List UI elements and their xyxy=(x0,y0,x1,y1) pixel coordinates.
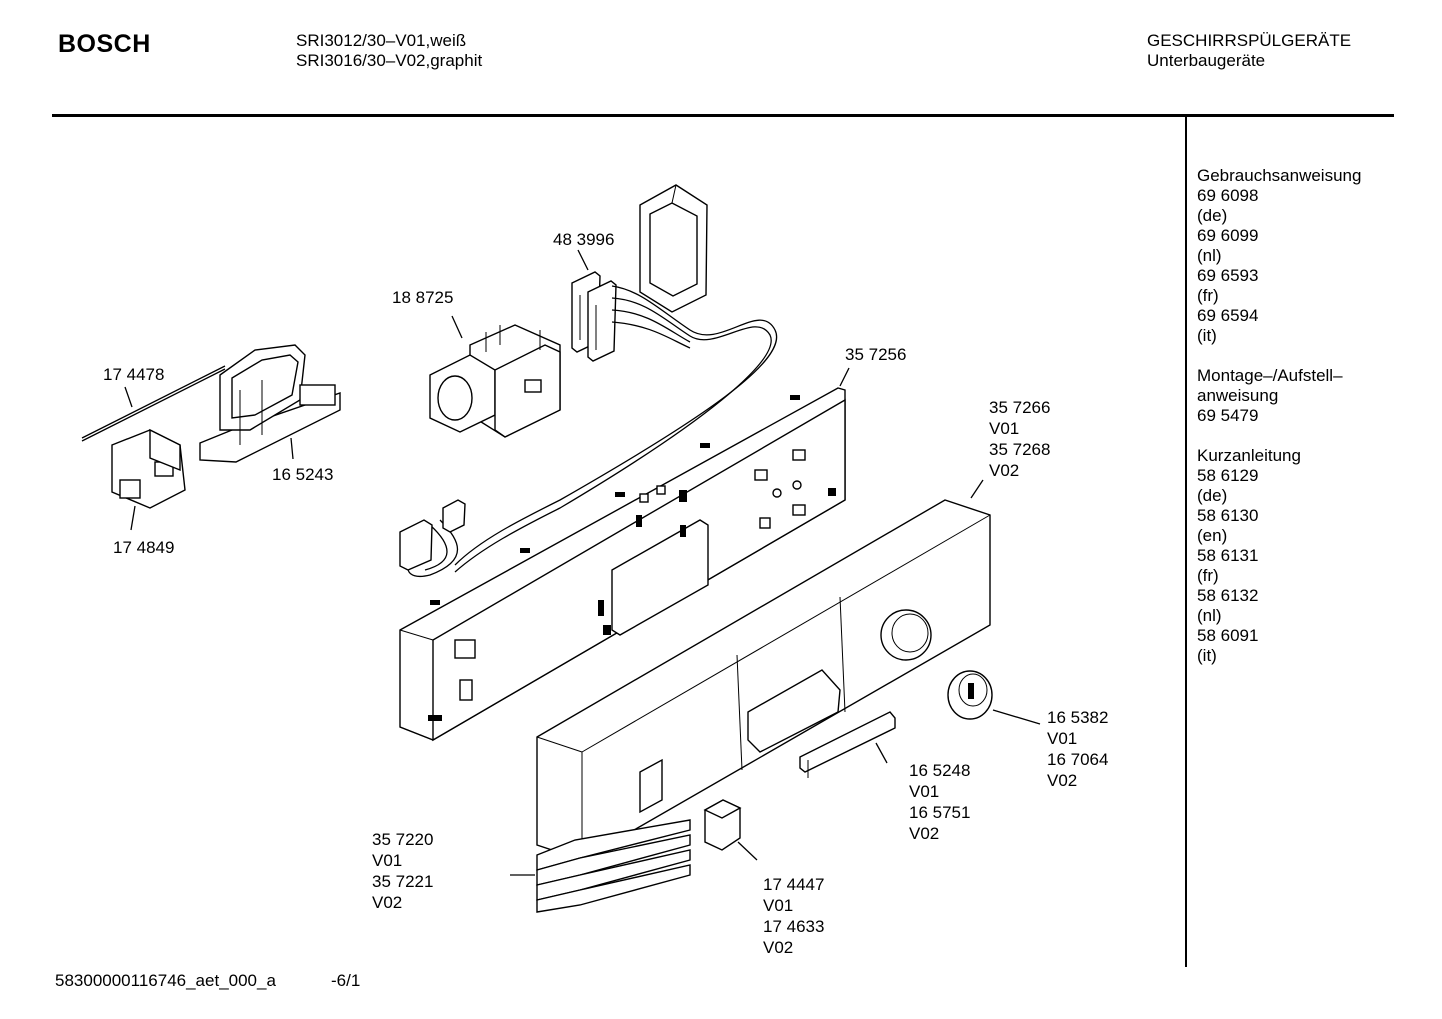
button-drawing xyxy=(703,799,742,851)
part-label-357220: 35 7220 V01 35 7221 V02 xyxy=(372,830,434,912)
front-cover-drawing xyxy=(536,499,991,861)
knob-drawing xyxy=(947,670,993,720)
documents-sidebar: Gebrauchsanweisung 69 6098 (de) 69 6099 … xyxy=(1197,166,1361,686)
leader-lines xyxy=(124,249,1041,876)
exploded-parts-drawing xyxy=(81,184,1041,913)
brand-logo: BOSCH xyxy=(58,30,151,58)
part-label-188725: 18 8725 xyxy=(392,288,454,307)
holder-drawing xyxy=(199,344,341,463)
part-label-165248: 16 5248 V01 16 5751 V02 xyxy=(909,761,971,843)
part-label-357256: 35 7256 xyxy=(845,345,907,364)
programmer-switch-drawing xyxy=(429,324,561,438)
switch-drawing xyxy=(111,428,186,509)
small-connector-drawing xyxy=(399,499,466,571)
wire-harness-drawing xyxy=(407,285,778,577)
part-label-174447: 17 4447 V01 17 4633 V02 xyxy=(763,875,825,957)
doc-group-montage: Montage–/Aufstell– anweisung 69 5479 xyxy=(1197,366,1343,425)
part-label-174478: 17 4478 xyxy=(103,365,165,384)
header-divider xyxy=(52,114,1394,117)
part-label-165243: 16 5243 xyxy=(272,465,334,484)
category-subtitle: Unterbaugeräte xyxy=(1147,51,1266,70)
part-label-174849: 17 4849 xyxy=(113,538,175,557)
door-bracket-drawing xyxy=(639,184,708,313)
part-label-165382: 16 5382 V01 16 7064 V02 xyxy=(1047,708,1109,790)
part-label-483996: 48 3996 xyxy=(553,230,615,249)
rod-drawing xyxy=(81,365,226,442)
document-id: 58300000116746_aet_000_a xyxy=(55,971,276,990)
connector-drawing xyxy=(571,271,617,362)
doc-group-gebrauchsanweisung: Gebrauchsanweisung 69 6098 (de) 69 6099 … xyxy=(1197,166,1362,345)
category-block: GESCHIRRSPÜLGERÄTE Unterbaugeräte xyxy=(1147,31,1351,71)
doc-group-kurzanleitung: Kurzanleitung 58 6129 (de) 58 6130 (en) … xyxy=(1197,446,1301,665)
model-line-2: SRI3016/30–V02,graphit xyxy=(296,51,483,70)
strips-drawing xyxy=(536,819,691,913)
sidebar-divider xyxy=(1185,117,1187,967)
model-line-1: SRI3012/30–V01,weiß xyxy=(296,31,467,50)
trim-strip-drawing xyxy=(799,711,896,778)
part-label-357266: 35 7266 V01 35 7268 V02 xyxy=(989,398,1051,480)
model-list: SRI3012/30–V01,weiß SRI3016/30–V02,graph… xyxy=(296,31,482,71)
panel-carrier-drawing xyxy=(399,387,846,742)
category-title: GESCHIRRSPÜLGERÄTE xyxy=(1147,31,1352,50)
page-number: -6/1 xyxy=(331,971,361,990)
